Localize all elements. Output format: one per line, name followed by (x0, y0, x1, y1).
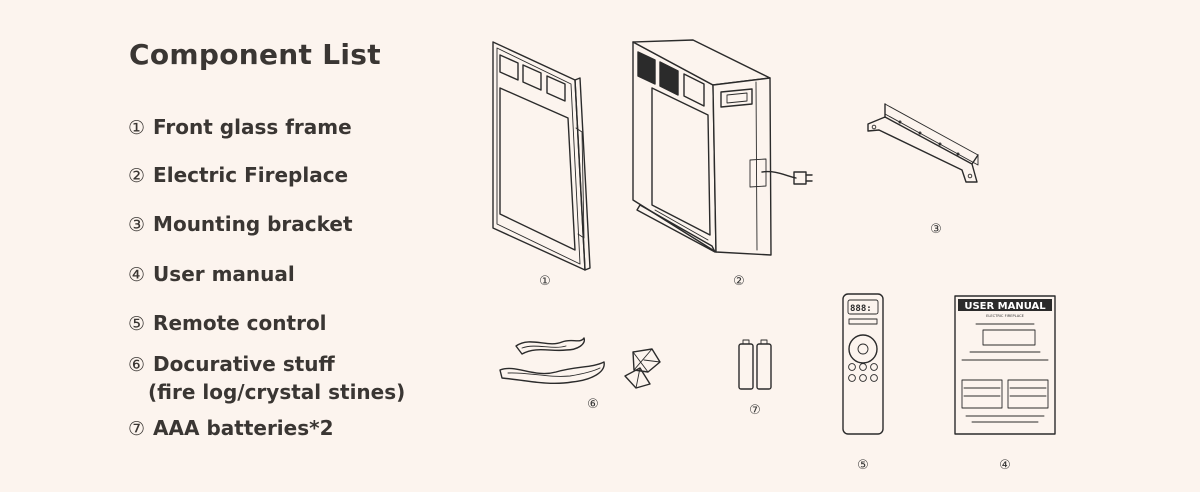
label-remote-control: ⑤ (857, 458, 869, 473)
item-label: Remote control (153, 311, 327, 335)
component-item-1: ① Front glass frame (128, 115, 352, 139)
item-label: Docurative stuff (153, 352, 335, 376)
component-item-5: ⑤ Remote control (128, 311, 327, 335)
component-item-4: ④ User manual (128, 262, 295, 286)
electric-fireplace-drawing (632, 39, 813, 256)
item-label: User manual (153, 262, 295, 286)
component-item-3: ③ Mounting bracket (128, 212, 353, 236)
item-label: Mounting bracket (153, 212, 353, 236)
label-front-glass-frame: ① (539, 274, 551, 289)
label-decorative-stuff: ⑥ (587, 397, 599, 412)
label-aaa-batteries: ⑦ (749, 403, 761, 418)
item-number: ⑥ (128, 354, 146, 376)
manual-header-text: USER MANUAL (964, 301, 1046, 312)
page-title: Component List (129, 38, 381, 71)
item-number: ④ (128, 264, 146, 286)
item-number: ⑤ (128, 313, 146, 335)
item-label: AAA batteries*2 (153, 416, 334, 440)
label-user-manual: ④ (999, 458, 1011, 473)
crystal-stones-drawing (624, 348, 661, 389)
decorative-logs-drawing (499, 337, 605, 385)
item-number: ③ (128, 214, 146, 236)
component-item-2: ② Electric Fireplace (128, 163, 348, 187)
label-mounting-bracket: ③ (930, 222, 942, 237)
item-number: ① (128, 117, 146, 139)
remote-control-drawing: 888: (842, 293, 884, 435)
item-number: ⑦ (128, 418, 146, 440)
front-glass-frame-drawing (492, 41, 591, 271)
mounting-bracket-drawing (867, 103, 979, 183)
component-item-7: ⑦ AAA batteries*2 (128, 416, 334, 440)
item-number: ② (128, 165, 146, 187)
manual-subtitle-text: ELECTRIC FIREPLACE (986, 314, 1025, 318)
remote-display: 888: (850, 304, 872, 314)
component-item-6: ⑥ Docurative stuff (fire log/crystal stin… (128, 351, 405, 406)
user-manual-drawing: USER MANUAL ELECTRIC FIREPLACE (954, 295, 1056, 435)
item-label: Electric Fireplace (153, 163, 349, 187)
aaa-batteries-drawing (738, 339, 772, 390)
label-electric-fireplace: ② (733, 274, 745, 289)
item-label: Front glass frame (153, 115, 352, 139)
item-sublabel: (fire log/crystal stines) (148, 380, 406, 404)
